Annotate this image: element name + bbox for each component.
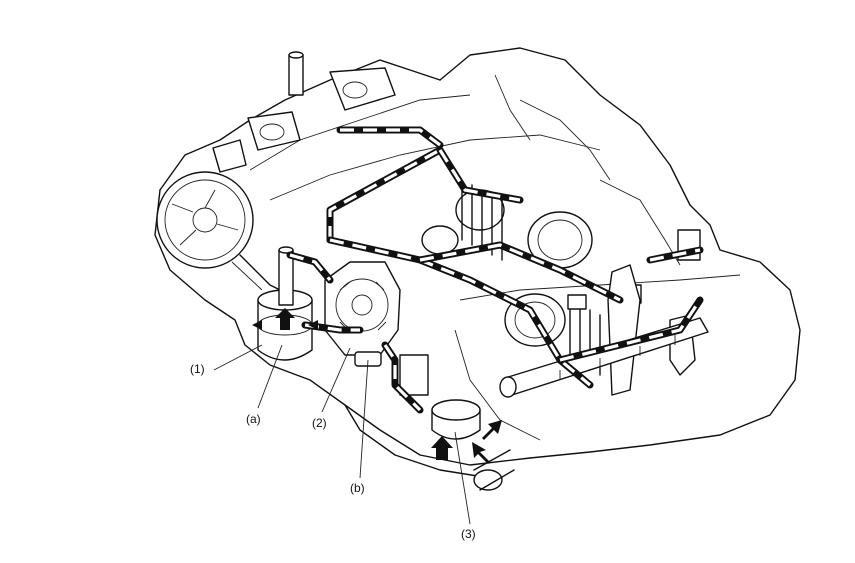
arrow-icon	[275, 308, 295, 330]
oil-passages	[286, 126, 704, 414]
label-part-2: (2)	[312, 416, 327, 430]
arrow-icon	[431, 436, 453, 460]
oil-filter	[257, 246, 313, 361]
head-ports	[212, 67, 396, 173]
label-part-1: (1)	[190, 362, 205, 376]
label-part-3: (3)	[461, 527, 476, 541]
relief-valve	[354, 351, 429, 396]
label-point-b: (b)	[350, 481, 365, 495]
arrow-icon	[252, 320, 262, 330]
oil-pump	[324, 261, 401, 356]
label-point-a: (a)	[246, 412, 261, 426]
leader-lines	[213, 344, 471, 525]
arrow-icon	[482, 420, 502, 440]
filler-tube	[288, 51, 304, 96]
arrow-icon	[472, 442, 490, 464]
arrow-icon	[308, 320, 318, 330]
oil-strainer	[431, 399, 515, 491]
flow-arrows	[252, 308, 502, 464]
